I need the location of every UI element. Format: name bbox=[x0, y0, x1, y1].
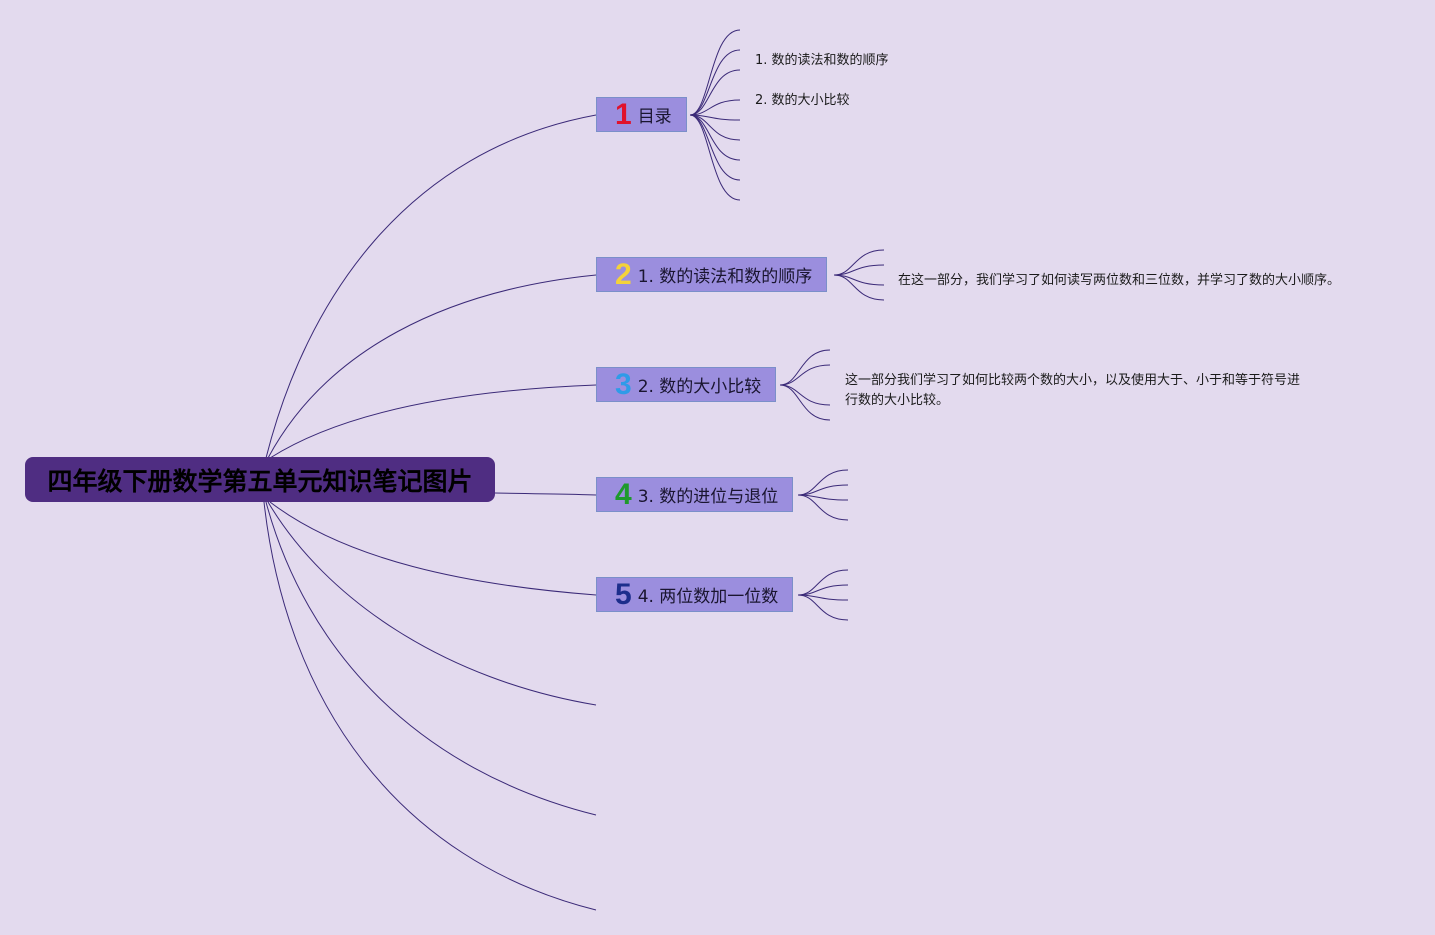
branch-label-reading-order: 1. 数的读法和数的顺序 bbox=[637, 267, 813, 287]
link-root-empty-1 bbox=[267, 501, 597, 706]
branch-reading-order[interactable]: 2 1. 数的读法和数的顺序 bbox=[596, 257, 828, 292]
branch-toc[interactable]: 1 目录 bbox=[596, 97, 687, 132]
toc-fan-spoke-4 bbox=[689, 99, 741, 116]
branch-number-2: 2 bbox=[615, 257, 632, 291]
comparison-fan-spoke-4 bbox=[779, 384, 831, 421]
toc-item-2[interactable]: 2. 数的大小比较 bbox=[755, 93, 850, 108]
reading-fan-spoke-1 bbox=[833, 249, 885, 276]
root-topic[interactable]: 四年级下册数学第五单元知识笔记图片 bbox=[25, 457, 495, 502]
link-root-carry-borrow bbox=[494, 492, 597, 496]
link-root-empty-3 bbox=[263, 501, 597, 911]
link-root-toc bbox=[265, 114, 597, 459]
carry-fan-spoke-3 bbox=[797, 494, 849, 501]
branch-number-3: 3 bbox=[615, 367, 632, 401]
toc-fan-spoke-3 bbox=[689, 69, 741, 116]
note-reading-order[interactable]: 在这一部分，我们学习了如何读写两位数和三位数，并学习了数的大小顺序。 bbox=[898, 273, 1341, 288]
branch-addition[interactable]: 5 4. 两位数加一位数 bbox=[596, 577, 794, 612]
toc-fan-spoke-2 bbox=[689, 49, 741, 116]
reading-fan-spoke-4 bbox=[833, 274, 885, 301]
carry-fan-spoke-4 bbox=[797, 494, 849, 521]
carry-fan-spoke-1 bbox=[797, 469, 849, 496]
addition-fan-spoke-3 bbox=[797, 594, 849, 601]
branch-number-4: 4 bbox=[615, 477, 632, 511]
note-comparison-line-1: 这一部分我们学习了如何比较两个数的大小，以及使用大于、小于和等于符号进 bbox=[845, 373, 1301, 388]
comparison-fan-spoke-1 bbox=[779, 349, 831, 386]
branch-label-toc: 目录 bbox=[637, 107, 672, 127]
root-topic-title: 四年级下册数学第五单元知识笔记图片 bbox=[47, 466, 473, 496]
branch-carry-borrow[interactable]: 4 3. 数的进位与退位 bbox=[596, 477, 794, 512]
toc-fan-spoke-9 bbox=[689, 114, 741, 201]
branch-label-addition: 4. 两位数加一位数 bbox=[637, 587, 779, 607]
branch-label-comparison: 2. 数的大小比较 bbox=[637, 377, 762, 397]
comparison-fan-spoke-3 bbox=[779, 384, 831, 406]
toc-fan-spoke-7 bbox=[689, 114, 741, 161]
toc-fan-spoke-1 bbox=[689, 29, 741, 116]
branch-comparison[interactable]: 3 2. 数的大小比较 bbox=[596, 367, 777, 402]
branch-number-1: 1 bbox=[615, 97, 632, 131]
link-root-empty-2 bbox=[265, 501, 597, 816]
branch-label-carry-borrow: 3. 数的进位与退位 bbox=[637, 487, 779, 507]
branch-number-5: 5 bbox=[615, 577, 632, 611]
addition-fan-spoke-4 bbox=[797, 594, 849, 621]
note-comparison[interactable]: 这一部分我们学习了如何比较两个数的大小，以及使用大于、小于和等于符号进 行数的大… bbox=[845, 371, 1300, 411]
toc-item-1[interactable]: 1. 数的读法和数的顺序 bbox=[755, 53, 889, 68]
link-root-addition bbox=[269, 501, 597, 596]
reading-fan-spoke-2 bbox=[833, 264, 885, 276]
addition-fan-spoke-1 bbox=[797, 569, 849, 596]
comparison-fan-spoke-2 bbox=[779, 364, 831, 386]
link-root-reading-order bbox=[267, 274, 597, 459]
link-root-comparison bbox=[269, 384, 597, 459]
note-comparison-line-2: 行数的大小比较。 bbox=[845, 393, 950, 408]
